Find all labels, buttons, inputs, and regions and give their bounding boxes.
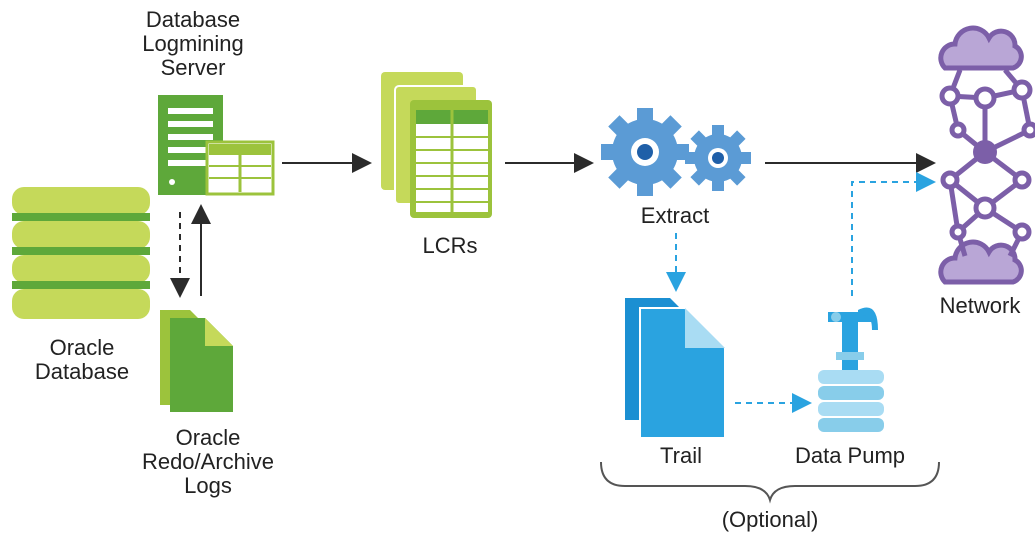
database-icon [12, 187, 150, 319]
arrow-pump-to-network [851, 172, 936, 296]
solid-arrows [191, 153, 936, 296]
oracle-database-label: Oracle Database [34, 335, 130, 384]
gears-icon [601, 108, 751, 196]
logmining-server-label: Database Logmining Server [142, 7, 244, 80]
log-files-icon [160, 310, 233, 412]
lcrs-icon [381, 72, 492, 218]
server-icon [158, 95, 275, 196]
optional-label: (Optional) [721, 507, 819, 532]
data-pump-label: Data Pump [794, 443, 906, 468]
redo-logs-label: Oracle Redo/Archive Logs [141, 425, 275, 498]
network-label: Network [939, 293, 1021, 318]
dashed-blue-arrows [666, 172, 936, 413]
trail-icon [625, 298, 726, 439]
pump-icon [818, 307, 884, 432]
optional-brace [600, 461, 940, 504]
trail-label: Trail [660, 443, 702, 468]
extract-label: Extract [640, 203, 710, 228]
lcrs-label: LCRs [422, 233, 478, 258]
network-icon [938, 25, 1035, 285]
